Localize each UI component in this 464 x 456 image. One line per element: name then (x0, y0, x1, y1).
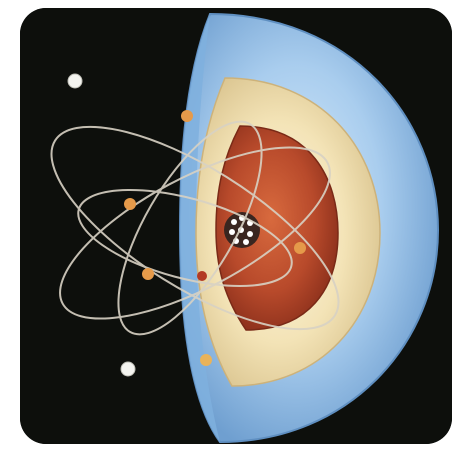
electron-white (68, 74, 82, 88)
atom-illustration (20, 8, 452, 444)
electron-red (197, 271, 207, 281)
electron-orange (200, 354, 212, 366)
electron-orange (294, 242, 306, 254)
electron-orange (142, 268, 154, 280)
electron-orange (181, 110, 193, 122)
atom-illustration-frame (20, 8, 452, 444)
electron-white (121, 362, 135, 376)
nucleus (224, 212, 260, 248)
electron-orange (124, 198, 136, 210)
